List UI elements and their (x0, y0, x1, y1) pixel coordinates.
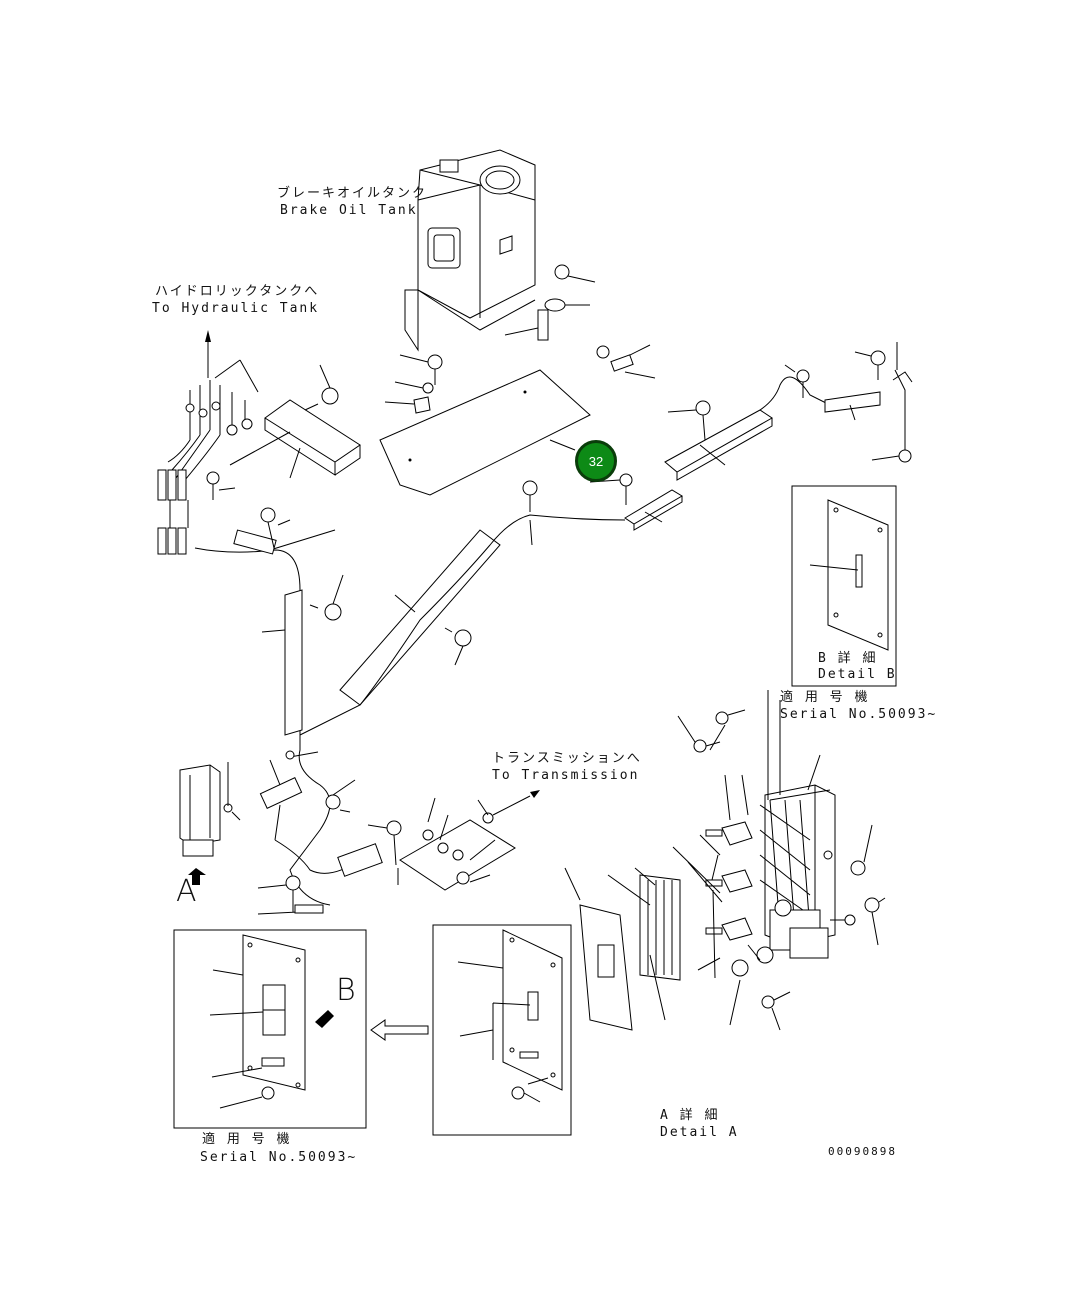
part-callout-32[interactable]: 32 (575, 440, 617, 482)
channel-bracket (229, 364, 361, 479)
brake-tank-label-jp: ブレーキオイルタンク (277, 186, 428, 201)
hydraulic-label-jp: ハイドロリックタンクへ (155, 284, 320, 299)
detail-b-label-jp: B 詳 細 (818, 651, 878, 666)
transmission-label-jp: トランスミッションへ (492, 751, 642, 766)
harness-comb (564, 867, 681, 1031)
mounting-plate (379, 369, 591, 496)
detail-b-frame (791, 485, 897, 687)
detail-view-center (432, 924, 572, 1136)
drawing-number: 00090898 (828, 1145, 897, 1158)
hydraulic-hoses (157, 330, 259, 555)
callout-number: 32 (588, 453, 604, 469)
view-a-label: A (176, 874, 197, 909)
hose-route (194, 480, 626, 906)
detail-b-label-en: Detail B (818, 667, 897, 682)
connector-group (257, 790, 540, 915)
serial-top-label-en: Serial No.50093~ (780, 707, 938, 722)
brake-tank-label-en: Brake Oil Tank (280, 203, 418, 218)
hydraulic-label-en: To Hydraulic Tank (152, 301, 320, 316)
brake-oil-tank (404, 149, 536, 352)
serial-bottom-label-en: Serial No.50093~ (200, 1150, 358, 1165)
view-arrow (370, 1019, 429, 1041)
view-b-label: B (336, 973, 356, 1008)
controller-box (179, 750, 356, 885)
detail-a-assembly (672, 690, 886, 1031)
serial-bottom-label-jp: 適 用 号 機 (202, 1132, 292, 1147)
detail-a-label-en: Detail A (660, 1125, 739, 1140)
serial-top-label-jp: 適 用 号 機 (780, 690, 870, 705)
detail-a-label-jp: A 詳 細 (660, 1108, 720, 1123)
upper-right-brackets (589, 342, 913, 531)
bolts-tank (384, 264, 656, 414)
transmission-label-en: To Transmission (492, 768, 640, 783)
detail-view-left (173, 929, 367, 1129)
